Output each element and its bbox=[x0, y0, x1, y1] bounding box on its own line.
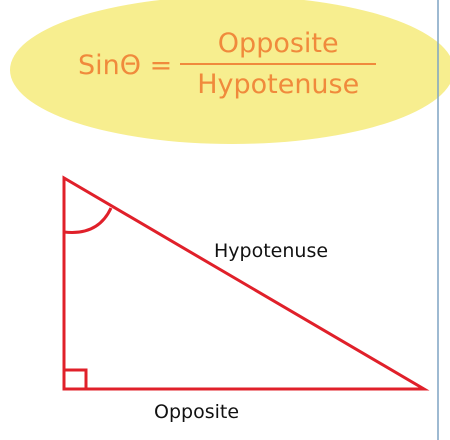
sine-formula: SinΘ = Opposite Hypotenuse bbox=[78, 20, 377, 110]
right-angle-marker bbox=[64, 368, 88, 389]
right-triangle bbox=[62, 175, 430, 391]
formula-highlight-ellipse bbox=[10, 0, 450, 144]
formula-denominator: Hypotenuse bbox=[197, 69, 360, 100]
opposite-label: Opposite bbox=[154, 401, 240, 423]
angle-arc bbox=[63, 207, 113, 234]
hypotenuse-label: Hypotenuse bbox=[214, 240, 329, 262]
formula-numerator: Opposite bbox=[217, 28, 339, 59]
formula-lhs: SinΘ = bbox=[78, 49, 173, 81]
fraction-bar bbox=[180, 63, 377, 65]
formula-fraction: Opposite Hypotenuse bbox=[180, 27, 377, 103]
